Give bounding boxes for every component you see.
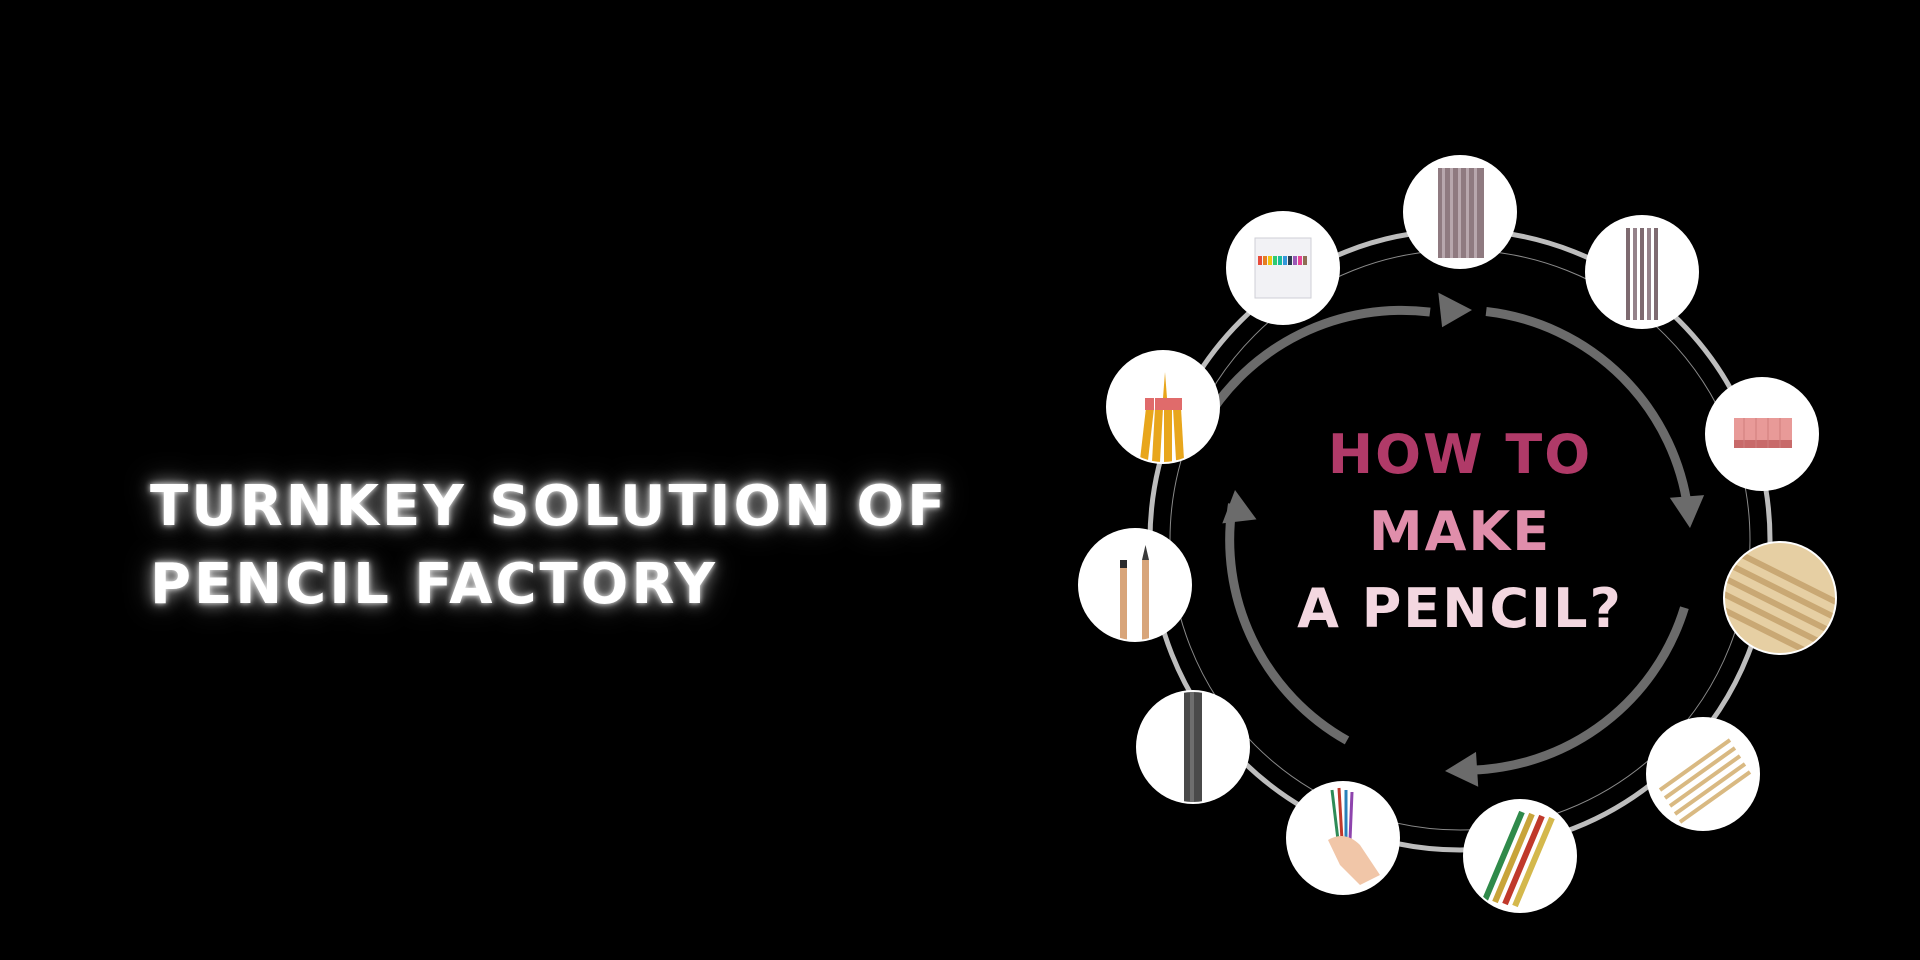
headline-line-2: PENCIL FACTORY [150,552,718,617]
center-title-line-3: A PENCIL? [1297,577,1623,640]
center-title-line-2: MAKE [1369,500,1551,563]
wood-slats-stack-icon [1723,541,1837,655]
black-pencil-icon [1136,690,1250,804]
headline: TURNKEY SOLUTION OF PENCIL FACTORY [150,468,948,624]
wood-slat-icon [1705,377,1819,491]
yellow-eraser-pencils-icon [1106,350,1220,464]
lead-sticks-bundle-icon [1585,215,1699,329]
process-cycle-diagram: HOW TO MAKE A PENCIL? [1078,155,1837,913]
colored-pencils-icon [1463,799,1577,913]
wooden-pencil-blanks-icon [1646,717,1760,831]
arrowhead-bottom [1445,751,1479,787]
headline-line-1: TURNKEY SOLUTION OF [150,474,949,539]
arrow-ring [1199,305,1693,775]
hand-holding-pencils-icon [1286,781,1400,895]
arrowhead-left [1222,490,1257,524]
boxed-colored-pencils-icon [1226,211,1340,325]
center-title-line-1: HOW TO [1328,423,1592,486]
arrowhead-top [1438,292,1472,328]
natural-pencil-icon [1078,528,1192,642]
arrowhead-right [1669,495,1705,528]
arrowheads [1222,292,1705,787]
graphite-lead-sticks-icon [1403,155,1517,269]
